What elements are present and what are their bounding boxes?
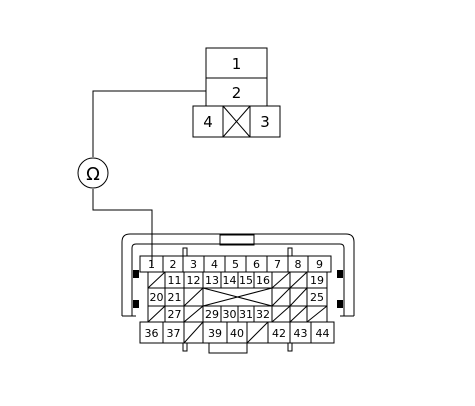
lead-to-large-pin-1 [92,189,153,266]
pin-label: 8 [295,258,302,271]
bottom-latch [208,342,248,354]
cavity-slash [289,287,308,307]
pin-label: 36 [145,327,159,340]
cavity-slash [306,305,328,323]
pin-label: 6 [253,258,260,271]
pin-label: 20 [150,291,164,304]
pin-label: 42 [272,327,286,340]
cavity-slash [147,305,166,323]
pin-label: 44 [316,327,330,340]
small-connector-cell-3 [249,105,281,138]
pin-label: 14 [223,274,237,287]
pin-label: 31 [239,308,253,321]
ohm-symbol: Ω [86,164,100,185]
pin-label: 11 [168,274,182,287]
pin-label: 7 [274,258,281,271]
pin-label: 16 [256,274,270,287]
cavity-slash [183,321,204,344]
pin-label: 40 [230,327,244,340]
pin-label: 4 [211,258,218,271]
ohmmeter-icon [77,157,109,189]
pin-label: 39 [208,327,222,340]
top-post-right [287,247,293,257]
cavity-slash [271,271,291,289]
lock-tab-upper-right [337,270,343,278]
pin-label: 2 [170,258,177,271]
lead-to-small-pin-2 [92,90,206,157]
bottom-post-left [182,342,188,352]
pin-label: 13 [205,274,219,287]
lock-tab-lower-right [337,300,343,308]
housing-inner [131,243,345,316]
pin-label: 25 [310,291,324,304]
cavity-slash [147,271,166,289]
small-connector [192,47,281,138]
pin-label: 9 [316,258,323,271]
pin-label: 1 [148,258,155,271]
pin-label: 19 [310,274,324,287]
pin-label: 3 [190,258,197,271]
ohmmeter: Ω [77,157,109,189]
cavity-slash [183,287,204,307]
cavity-slash [271,305,291,323]
pin-label: 32 [256,308,270,321]
lock-tab-upper-left [133,270,139,278]
key-cross-b [202,287,273,307]
bottom-post-right [287,342,293,352]
large-connector-face [139,255,335,344]
pin-label: 30 [223,308,237,321]
pin-cell [310,321,335,344]
top-post-left [182,247,188,257]
small-pin-3: 3 [260,113,270,131]
pin-label: 43 [294,327,308,340]
housing-outer [121,233,355,316]
pin-label: 27 [168,308,182,321]
housing-locks [133,270,343,308]
pin-label: 29 [205,308,219,321]
small-pin-1: 1 [232,55,242,73]
pin-label: 15 [239,274,253,287]
pin-label: 21 [168,291,182,304]
cavity-slash [271,287,291,307]
small-pin-2: 2 [232,84,242,102]
test-leads [92,90,206,266]
top-latch [219,234,255,246]
cavity-slash [246,321,269,344]
large-connector-pin-numbers: 1 2 3 4 5 6 7 8 9 11 12 13 14 15 16 19 2… [145,258,330,340]
cavity-slash [289,305,308,323]
cavity-slash [289,271,308,289]
pin-label: 5 [232,258,239,271]
small-pin-4: 4 [203,113,213,131]
lock-tab-lower-left [133,300,139,308]
cavity-slash [183,305,204,323]
pin-label: 37 [167,327,181,340]
pin-label: 12 [187,274,201,287]
small-connector-cross-b [222,105,251,138]
